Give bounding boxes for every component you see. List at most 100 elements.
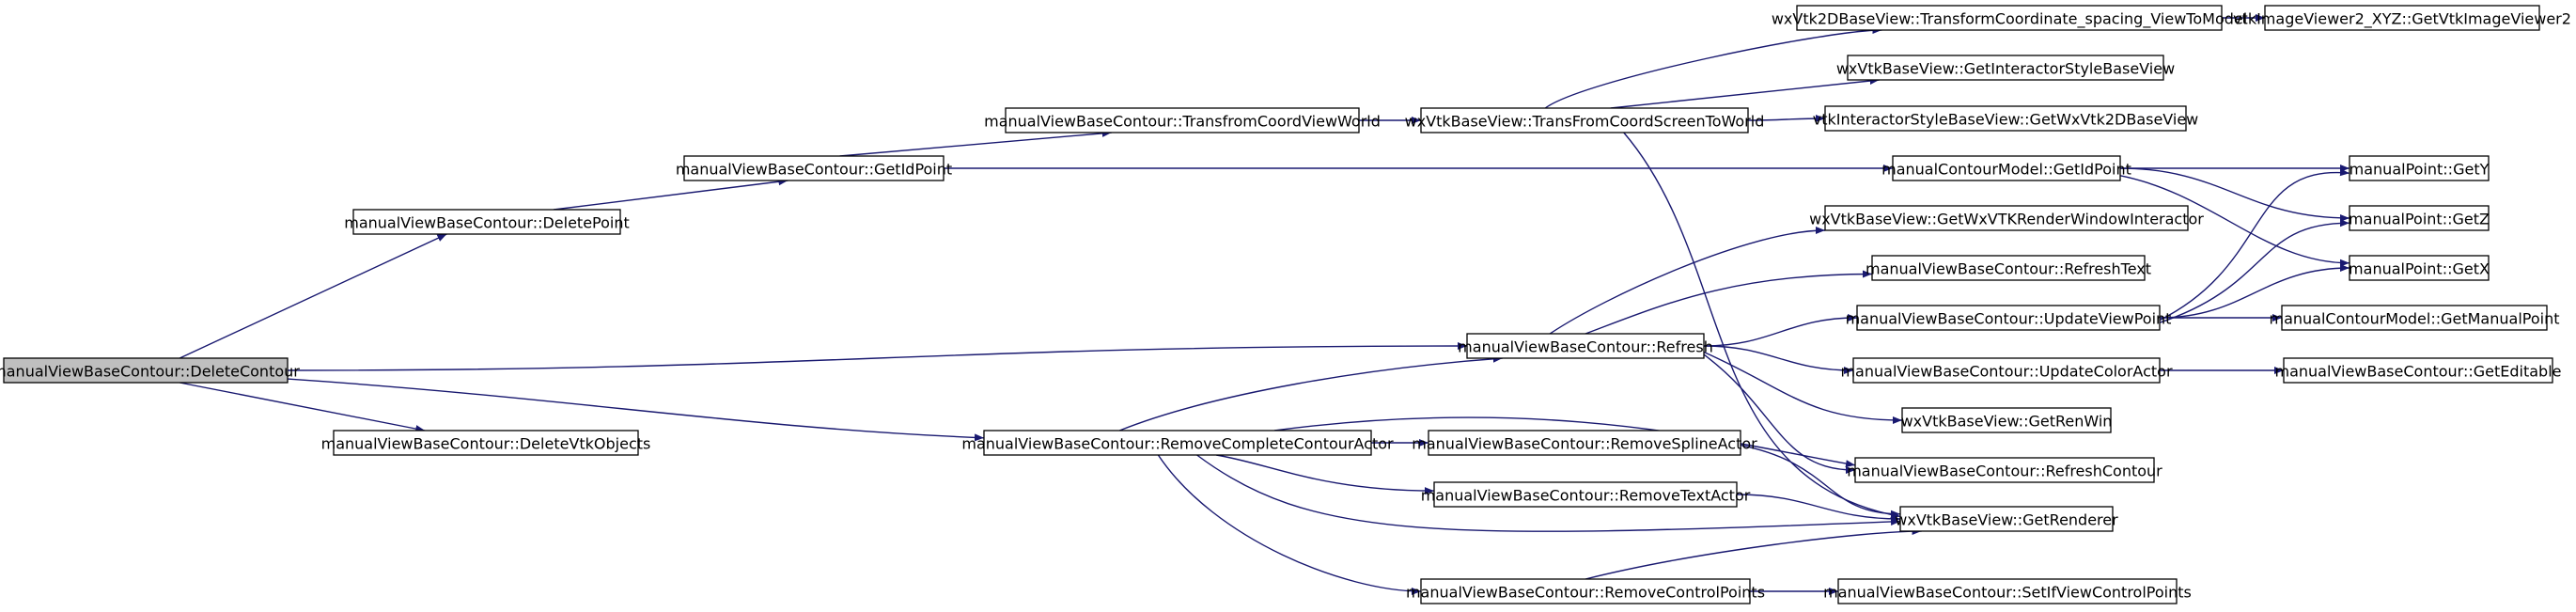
edge-transFromCoordScreenToWorld-to-getInteractorStyleBaseView: [1610, 77, 1880, 109]
edge-updateViewPoint-to-pointGetX: [2159, 264, 2350, 319]
node-box: [2264, 5, 2540, 31]
edge-layer: [179, 14, 2350, 595]
node-updateViewPoint[interactable]: manualViewBaseContour::UpdateViewPoint: [1846, 305, 2172, 331]
node-getWxVTKRenderWindowInteractor[interactable]: wxVtkBaseView::GetWxVTKRenderWindowInter…: [1809, 205, 2204, 231]
node-box: [2349, 255, 2490, 281]
node-removeTextActor[interactable]: manualViewBaseContour::RemoveTextActor: [1421, 481, 1751, 508]
node-box: [2349, 205, 2490, 231]
node-label: manualPoint::GetX: [2349, 260, 2490, 278]
edge-transFromCoordScreenToWorld-to-getWxVtk2DBaseView: [1747, 115, 1826, 123]
node-getEditable[interactable]: manualViewBaseContour::GetEditable: [2275, 357, 2562, 384]
node-pointGetZ[interactable]: manualPoint::GetZ: [2349, 205, 2490, 231]
node-box: [1428, 430, 1741, 456]
node-box: [1901, 407, 2112, 433]
node-label: wxVtkBaseView::GetInteractorStyleBaseVie…: [1836, 60, 2175, 78]
node-transformCoordinateSpacing[interactable]: wxVtk2DBaseView::TransformCoordinate_spa…: [1772, 5, 2247, 31]
node-label: manualViewBaseContour::RemoveCompleteCon…: [961, 435, 1394, 453]
node-getInteractorStyleBaseView[interactable]: wxVtkBaseView::GetInteractorStyleBaseVie…: [1836, 55, 2175, 81]
node-box: [1796, 5, 2223, 31]
node-getManualPoint[interactable]: manualContourModel::GetManualPoint: [2269, 305, 2560, 331]
node-label: wxVtkBaseView::GetRenderer: [1895, 511, 2118, 529]
edge-removeTextActor-to-getRenderer: [1736, 494, 1901, 523]
node-box: [1837, 578, 2178, 604]
node-updateColorActor[interactable]: manualViewBaseContour::UpdateColorActor: [1840, 357, 2173, 384]
edge-refresh-to-refreshContour: [1703, 353, 1856, 474]
node-refreshText[interactable]: manualViewBaseContour::RefreshText: [1866, 255, 2151, 281]
edge-modelGetIdPoint-to-pointGetX: [2119, 175, 2350, 267]
edge-deletePoint-to-getIdPoint1: [553, 178, 788, 211]
node-box: [3, 357, 289, 384]
edge-transFromCoordScreenToWorld-to-getRenderer: [1623, 132, 1901, 519]
node-label: wxVtkBaseView::GetWxVTKRenderWindowInter…: [1809, 211, 2204, 228]
edge-deleteContour-to-deletePoint: [179, 233, 447, 359]
node-label: manualPoint::GetY: [2350, 161, 2490, 179]
node-getWxVtk2DBaseView[interactable]: vtkInteractorStyleBaseView::GetWxVtk2DBa…: [1813, 105, 2199, 132]
node-box: [1856, 305, 2161, 331]
node-label: wxVtk2DBaseView::TransformCoordinate_spa…: [1772, 10, 2247, 29]
node-box: [1466, 333, 1705, 359]
edge-updateViewPoint-to-pointGetZ: [2159, 219, 2350, 323]
edge-removeCompleteContourActor-to-refreshContour: [1273, 416, 1856, 468]
node-box: [683, 155, 945, 181]
node-layer: manualViewBaseContour::DeleteContourmanu…: [0, 5, 2571, 604]
node-getRenWin[interactable]: wxVtkBaseView::GetRenWin: [1901, 407, 2113, 433]
node-box: [1854, 457, 2155, 483]
edge-removeCompleteContourActor-to-removeTextActor: [1216, 454, 1435, 495]
edge-deleteContour-to-removeCompleteContourActor: [287, 378, 985, 442]
node-getVtkImageViewer2[interactable]: vtkImageViewer2_XYZ::GetVtkImageViewer2: [2233, 5, 2571, 31]
node-label: vtkInteractorStyleBaseView::GetWxVtk2DBa…: [1813, 111, 2199, 129]
node-setIfViewControlPoints[interactable]: manualViewBaseContour::SetIfViewControlP…: [1823, 578, 2192, 604]
node-pointGetY[interactable]: manualPoint::GetY: [2349, 155, 2490, 181]
node-transfromCoordViewWorld[interactable]: manualViewBaseContour::TransfromCoordVie…: [984, 107, 1381, 133]
node-box: [1892, 155, 2121, 181]
node-label: manualViewBaseContour::DeletePoint: [344, 214, 630, 232]
edge-removeCompleteContourActor-to-refresh: [1118, 354, 1503, 432]
node-label: manualViewBaseContour::Refresh: [1458, 338, 1713, 356]
node-label: wxVtkBaseView::TransFromCoordScreenToWor…: [1405, 113, 1765, 131]
node-removeSplineActor[interactable]: manualViewBaseContour::RemoveSplineActor: [1412, 430, 1757, 456]
node-label: manualViewBaseContour::GetEditable: [2275, 363, 2562, 381]
node-box: [352, 209, 621, 235]
edge-updateViewPoint-to-pointGetY: [2159, 168, 2350, 322]
edge-refresh-to-updateColorActor: [1703, 345, 1854, 374]
node-box: [1847, 55, 2164, 81]
node-label: manualViewBaseContour::GetIdPoint: [676, 161, 952, 179]
node-modelGetIdPoint[interactable]: manualContourModel::GetIdPoint: [1881, 155, 2131, 181]
edge-refresh-to-getWxVTKRenderWindowInteractor: [1549, 227, 1826, 335]
node-box: [2283, 357, 2553, 384]
edge-transFromCoordScreenToWorld-to-transformCoordinateSpacing: [1544, 26, 1882, 109]
node-removeControlPoints[interactable]: manualViewBaseContour::RemoveControlPoin…: [1406, 578, 1765, 604]
node-label: manualViewBaseContour::RemoveControlPoin…: [1406, 584, 1765, 602]
node-deletePoint[interactable]: manualViewBaseContour::DeletePoint: [344, 209, 630, 235]
node-label: manualViewBaseContour::TransfromCoordVie…: [984, 113, 1381, 131]
node-deleteVtkObjects[interactable]: manualViewBaseContour::DeleteVtkObjects: [321, 430, 651, 456]
node-box: [1824, 205, 2189, 231]
node-box: [1871, 255, 2146, 281]
edge-refresh-to-refreshText: [1585, 270, 1873, 335]
node-box: [1824, 105, 2187, 132]
node-deleteContour[interactable]: manualViewBaseContour::DeleteContour: [0, 357, 300, 384]
node-label: manualViewBaseContour::RefreshContour: [1847, 463, 2162, 480]
node-box: [1005, 107, 1360, 133]
node-box: [983, 430, 1372, 456]
node-refreshContour[interactable]: manualViewBaseContour::RefreshContour: [1847, 457, 2162, 483]
edge-modelGetIdPoint-to-pointGetZ: [2119, 167, 2350, 222]
node-label: manualPoint::GetZ: [2349, 211, 2490, 228]
node-label: manualViewBaseContour::RemoveTextActor: [1421, 487, 1751, 505]
node-label: manualViewBaseContour::DeleteContour: [0, 363, 300, 381]
node-box: [2281, 305, 2548, 331]
node-getIdPoint1[interactable]: manualViewBaseContour::GetIdPoint: [676, 155, 952, 181]
node-label: manualViewBaseContour::DeleteVtkObjects: [321, 435, 651, 453]
node-label: manualViewBaseContour::SetIfViewControlP…: [1823, 584, 2192, 602]
node-label: vtkImageViewer2_XYZ::GetVtkImageViewer2: [2233, 10, 2571, 29]
node-pointGetX[interactable]: manualPoint::GetX: [2349, 255, 2490, 281]
node-removeCompleteContourActor[interactable]: manualViewBaseContour::RemoveCompleteCon…: [961, 430, 1394, 456]
node-label: wxVtkBaseView::GetRenWin: [1901, 413, 2113, 431]
node-getRenderer[interactable]: wxVtkBaseView::GetRenderer: [1895, 506, 2118, 532]
node-refresh[interactable]: manualViewBaseContour::Refresh: [1458, 333, 1713, 359]
edge-deleteContour-to-deleteVtkObjects: [180, 382, 426, 433]
node-transFromCoordScreenToWorld[interactable]: wxVtkBaseView::TransFromCoordScreenToWor…: [1405, 107, 1765, 133]
node-box: [2349, 155, 2490, 181]
node-label: manualContourModel::GetManualPoint: [2269, 310, 2559, 328]
